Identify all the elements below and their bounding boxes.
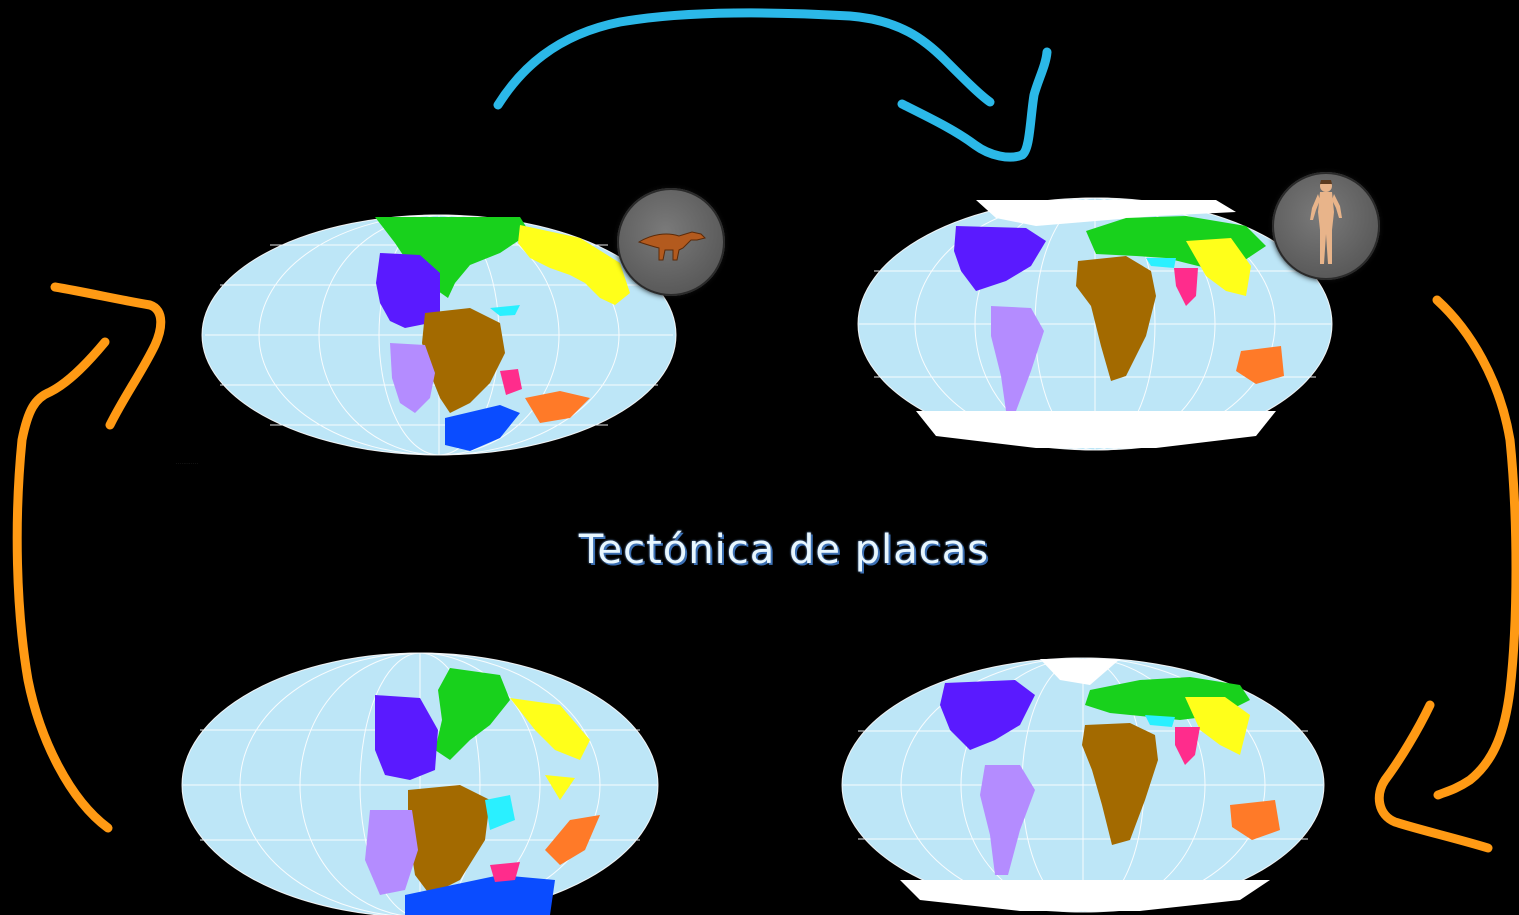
orange-arrow-right-head [1374, 700, 1493, 853]
world-map-future [841, 657, 1325, 913]
map-caption: · · · · · · · · · · · · [176, 461, 198, 465]
blue-arrow-head [897, 47, 1052, 162]
dinosaur-badge [617, 188, 725, 296]
human-figure-icon [1310, 180, 1342, 264]
human-badge [1272, 172, 1380, 280]
orange-arrow-left-head [50, 282, 166, 430]
blue-arrow-curve [493, 8, 995, 110]
world-map-jurassic [181, 652, 659, 915]
world-map-present [857, 197, 1333, 451]
orange-arrow-left-curve [12, 337, 113, 833]
slide-title: Tectónica de placas [578, 527, 990, 573]
world-map-cretaceous [201, 214, 677, 456]
orange-arrow-right-curve [1432, 295, 1519, 800]
dinosaur-icon [637, 231, 706, 261]
